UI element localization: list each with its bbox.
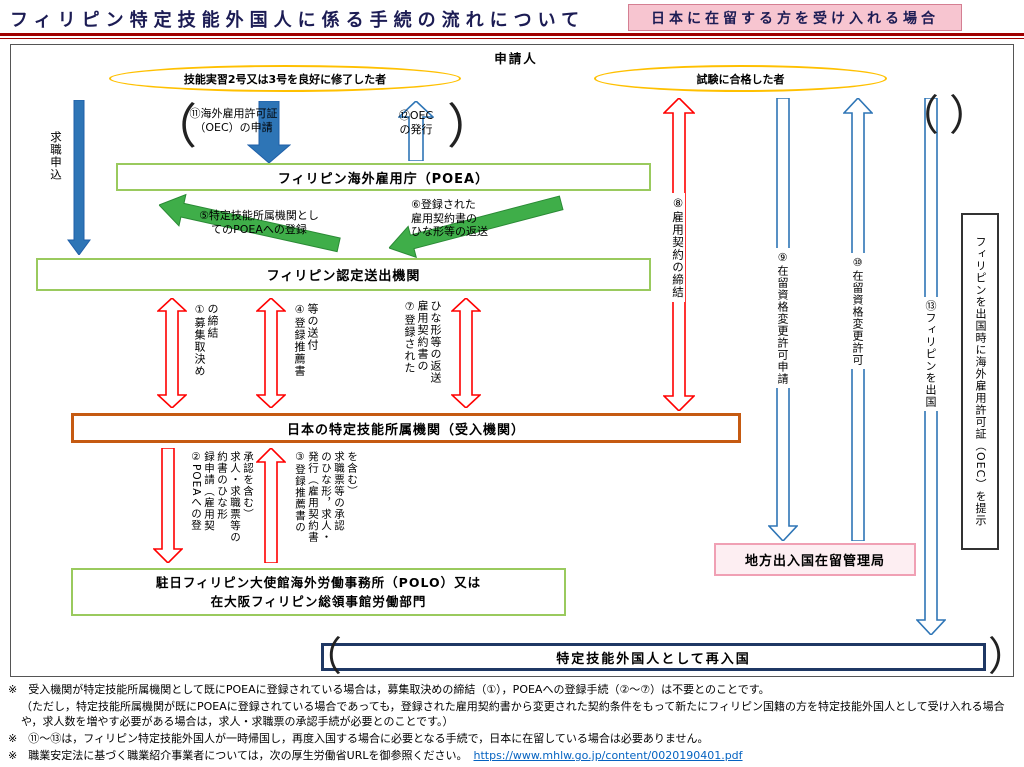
flow-diagram: 申請人 技能実習2号又は3号を良好に修了した者 試験に合格した者 求職申込 ⑪海… — [10, 44, 1024, 680]
oval-completed-training: 技能実習2号又は3号を良好に修了した者 — [109, 65, 461, 92]
bracket-open-13: （ — [897, 91, 940, 140]
divider-line-thin — [0, 38, 1024, 39]
note-3: ※ 職業安定法に基づく職業紹介事業者については，次の厚生労働省URLを御参照くだ… — [8, 748, 1018, 763]
box-sending-org: フィリピン認定送出機関 — [36, 258, 651, 291]
arrow-job-application — [67, 100, 91, 255]
arrow-step-5 — [158, 193, 341, 253]
arrow-step-7 — [451, 298, 481, 408]
bracket-open-reentry: （ — [302, 634, 342, 680]
page-title: フィリピン特定技能外国人に係る手続の流れについて — [10, 10, 586, 31]
oec-presentation-text: フィリピンを出国時に海外雇用許可証（OEC）を提示 — [974, 236, 987, 527]
label-step-4: ④登録推薦書 等の送付 — [293, 303, 319, 377]
arrow-step-11 — [247, 101, 291, 163]
box-poea: フィリピン海外雇用庁（POEA） — [116, 163, 651, 191]
footnotes: ※ 受入機関が特定技能所属機関として既にPOEAに登録されている場合は，募集取決… — [8, 682, 1018, 765]
bracket-close-11-12: ） — [447, 99, 496, 155]
note-1: ※ 受入機関が特定技能所属機関として既にPOEAに登録されている場合は，募集取決… — [8, 683, 770, 696]
label-step-1: ①募集取決め の締結 — [193, 303, 219, 377]
box-reentry: 特定技能外国人として再入国 — [321, 643, 986, 671]
label-step-12: ⑫OEC の発行 — [398, 109, 434, 136]
header-badge: 日本に在留する方を受け入れる場合 — [628, 4, 962, 31]
label-step-9: ⑨在留資格変更許可申請 — [775, 248, 790, 388]
label-step-10: ⑩在留資格変更許可 — [850, 253, 865, 369]
box-polo: 駐日フィリピン大使館海外労働事務所（POLO）又は 在大阪フィリピン総領事館労働… — [71, 568, 566, 616]
arrow-step-4 — [256, 298, 286, 408]
note-1-continuation: （ただし，特定技能所属機関が既にPOEAに登録されている場合であっても，登録され… — [21, 700, 1005, 728]
label-job-application: 求職申込 — [49, 131, 63, 181]
divider-line-thick — [0, 33, 1024, 36]
box-receiving-org: 日本の特定技能所属機関（受入機関） — [71, 413, 741, 443]
label-step-7: ⑦登録された 雇用契約書の ひな形等の返送 — [403, 300, 442, 384]
bracket-open-11-12: （ — [149, 99, 198, 155]
box-oec-presentation: フィリピンを出国時に海外雇用許可証（OEC）を提示 — [961, 213, 999, 550]
applicant-label: 申請人 — [494, 51, 538, 66]
label-step-6: ⑥登録された 雇用契約書の ひな形等の返送 — [411, 198, 488, 238]
note-3-text: ※ 職業安定法に基づく職業紹介事業者については，次の厚生労働省URLを御参照くだ… — [8, 749, 468, 762]
label-step-8: ⑧雇用契約の締結 — [670, 193, 685, 302]
label-step-11: ⑪海外雇用許可証 （OEC）の申請 — [189, 107, 278, 134]
box-immigration-bureau: 地方出入国在留管理局 — [714, 543, 916, 576]
label-step-2: ②POEAへの登 録申請（雇用契 約書のひな形 求人・求職票等の 承認を含む） — [190, 451, 254, 543]
mhlw-url-link[interactable]: https://www.mhlw.go.jp/content/002019040… — [473, 749, 743, 762]
arrow-step-1 — [157, 298, 187, 408]
note-2: ※ ⑪～⑬は，フィリピン特定技能外国人が一時帰国し，再度入国する場合に必要となる… — [8, 732, 709, 745]
arrow-step-3 — [256, 448, 286, 563]
label-step-13: ⑬フィリピンを出国 — [923, 297, 938, 411]
arrow-step-6 — [388, 195, 564, 259]
oval-passed-exam: 試験に合格した者 — [594, 65, 887, 92]
bracket-close-reentry: ） — [988, 634, 1024, 680]
arrow-step-12 — [398, 101, 434, 161]
label-step-5: ⑤特定技能所属機関とし てのPOEAへの登録 — [199, 209, 319, 236]
bracket-close-13: ） — [949, 91, 992, 140]
arrow-step-2 — [153, 448, 183, 563]
label-step-3: ③登録推薦書の 発行（雇用契約書 のひな形，求人・ 求職票等の承認 を含む） — [294, 451, 358, 543]
